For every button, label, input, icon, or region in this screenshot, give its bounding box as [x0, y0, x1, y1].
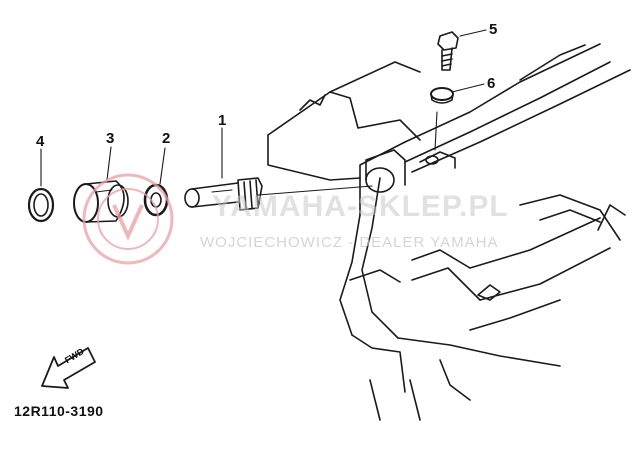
part-1-gear-shaft — [184, 177, 263, 211]
callout-2: 2 — [162, 130, 171, 147]
callout-leaders — [40, 29, 487, 187]
engine-housing — [267, 43, 631, 421]
watermark-seal-icon — [82, 173, 174, 265]
watermark-brand: YAMAHA-SKLEP.PL — [212, 190, 509, 223]
callout-4: 4 — [36, 133, 45, 150]
callout-5: 5 — [489, 21, 498, 38]
callout-3: 3 — [106, 130, 115, 147]
assembly-leader-line — [257, 185, 373, 196]
watermark-subtitle: WOJCIECHOWICZ - DEALER YAMAHA — [200, 234, 499, 251]
callout-1: 1 — [218, 112, 227, 129]
bolt-leader-line — [434, 111, 438, 151]
forward-arrow-icon — [41, 347, 96, 389]
part-5-bolt — [437, 31, 459, 71]
part-6-washer — [430, 87, 454, 104]
callout-6: 6 — [487, 75, 496, 92]
housing-boss — [365, 149, 456, 193]
part-4-washer — [27, 187, 55, 223]
part-code: 12R110-3190 — [14, 403, 104, 419]
